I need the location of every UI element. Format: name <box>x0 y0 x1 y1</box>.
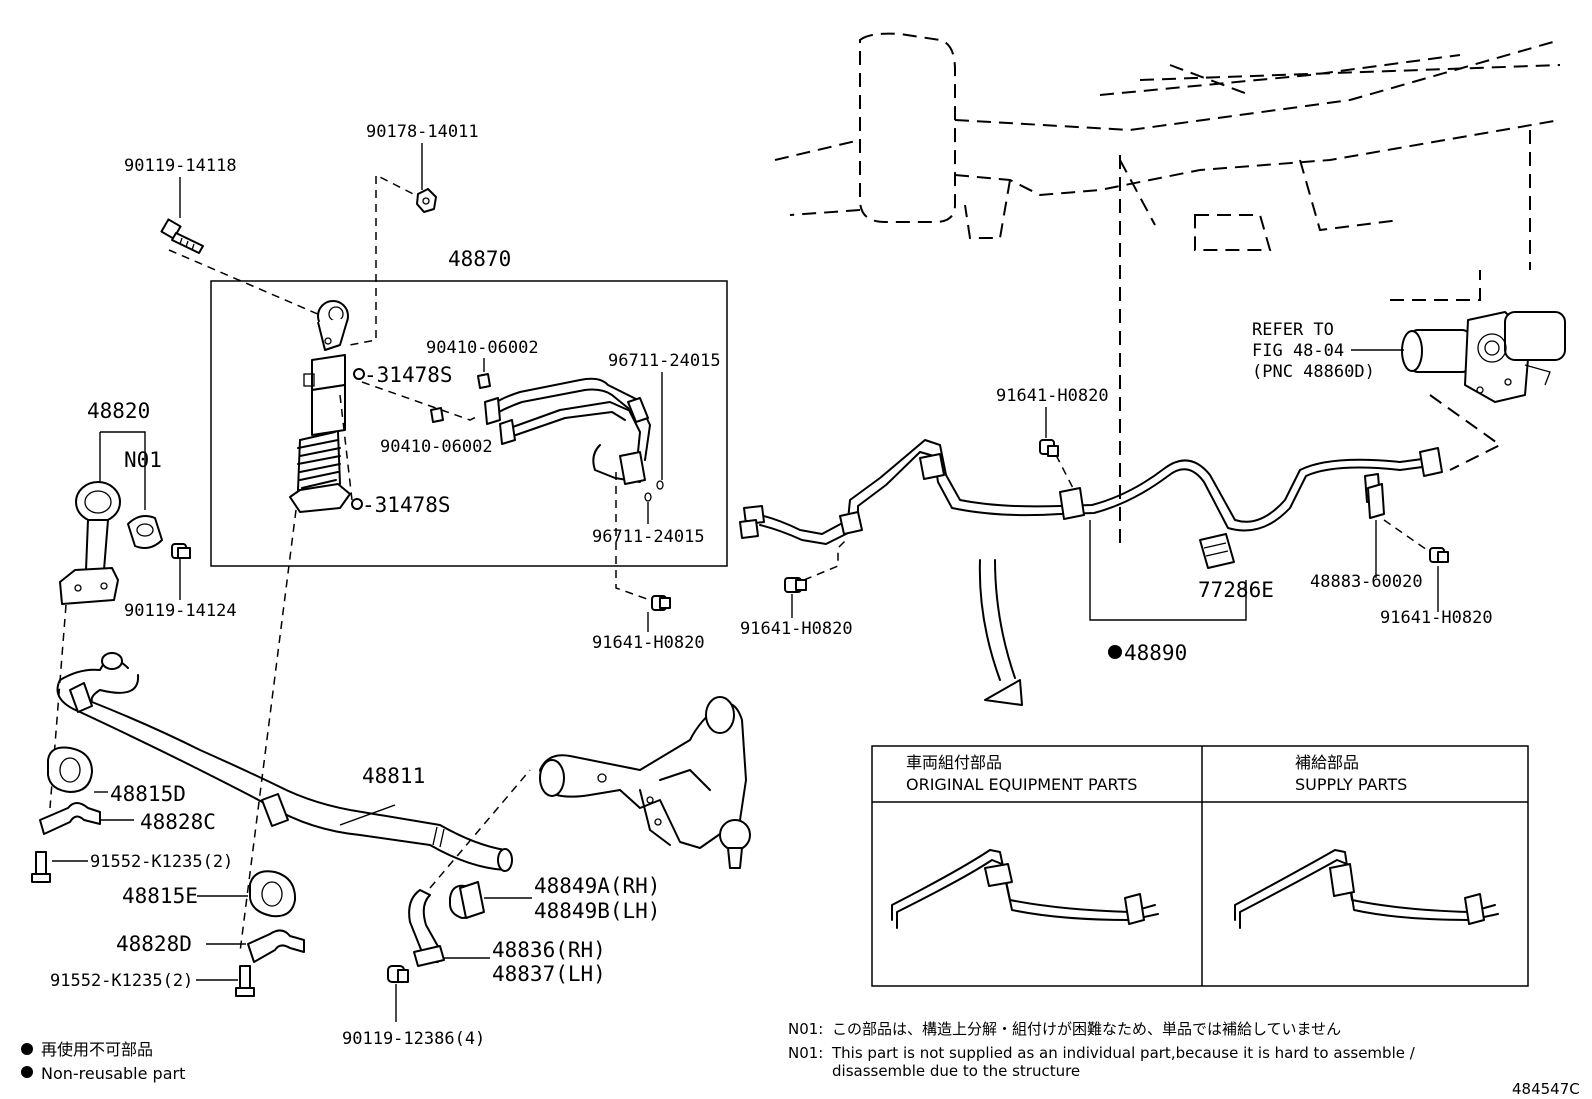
note-n01-en-1: This part is not supplied as an individu… <box>831 1044 1416 1062</box>
detail-arrow-icon <box>978 559 1023 706</box>
label-91641-h0820-b: 91641-H0820 <box>740 619 853 639</box>
hydraulic-tubes-48890 <box>739 439 1443 545</box>
bolt-91641-h0820-b-icon <box>784 577 807 593</box>
label-91641-h0820-a: 91641-H0820 <box>592 633 705 653</box>
label-48820: 48820 <box>87 399 150 423</box>
label-48811: 48811 <box>362 764 425 788</box>
hydraulic-hoses-48870 <box>484 377 664 502</box>
nut-90178-14011-icon <box>416 188 437 213</box>
fitting-90410-a-icon <box>477 373 491 389</box>
label-31478s-b: -31478S <box>362 493 451 517</box>
note-n01-jp: この部品は、構造上分解・組付けが困難なため、単品では補給していません <box>832 1020 1341 1038</box>
table-left-jp: 車両組付部品 <box>906 753 1002 772</box>
bracket-48836-icon <box>408 889 445 967</box>
note-n01-en-2: disassemble due to the structure <box>832 1062 1080 1080</box>
bracket-48883-60020-icon <box>1367 483 1385 519</box>
label-48837: 48837(LH) <box>492 962 606 986</box>
fitting-90410-b-icon <box>430 407 444 423</box>
label-48815d: 48815D <box>110 782 186 806</box>
diagram-id: 484547C <box>1512 1080 1580 1098</box>
label-90119-12386: 90119-12386(4) <box>342 1029 485 1049</box>
label-48828d: 48828D <box>116 932 192 956</box>
label-90410-06002-a: 90410-06002 <box>426 338 539 358</box>
label-91641-h0820-c: 91641-H0820 <box>996 386 1109 406</box>
bracket-48828d-icon <box>247 929 305 963</box>
bolt-91641-h0820-a-icon <box>651 595 671 611</box>
vehicle-frame-outline <box>774 32 1561 545</box>
label-90119-14118: 90119-14118 <box>124 156 237 176</box>
bolt-90119-14124-icon <box>171 543 191 559</box>
label-77286e: 77286E <box>1198 578 1274 602</box>
note-n01-jp-label: N01: <box>788 1020 823 1038</box>
actuator-assembly <box>1401 311 1566 403</box>
label-91552-k1235-b: 91552-K1235(2) <box>50 971 193 991</box>
bolt-90119-14118-icon <box>160 218 204 254</box>
bolt-91641-h0820-e-icon <box>1429 547 1449 563</box>
bushing-48815d-icon <box>47 746 93 793</box>
bushing-48849-icon <box>449 881 485 919</box>
bracket-48828c-icon <box>39 802 101 835</box>
legend-jp: 再使用不可部品 <box>41 1040 153 1059</box>
label-48828c: 48828C <box>140 810 216 834</box>
bolt-90119-12386-icon <box>387 965 409 983</box>
stabilizer-link-48820 <box>59 481 121 605</box>
refer-line-3: (PNC 48860D) <box>1252 362 1375 382</box>
legend-dot-2-icon <box>21 1066 33 1078</box>
bolt-91641-h0820-c-icon <box>1039 439 1059 457</box>
label-48890: 48890 <box>1124 641 1187 665</box>
label-48815e: 48815E <box>122 884 198 908</box>
legend-dot-1-icon <box>21 1043 33 1055</box>
label-91552-k1235-a: 91552-K1235(2) <box>90 852 233 872</box>
nut-31478s-b-icon <box>351 498 363 510</box>
label-91641-h0820-e: 91641-H0820 <box>1380 608 1493 628</box>
legend-en: Non-reusable part <box>41 1064 185 1083</box>
note-n01-en-label: N01: <box>788 1044 823 1062</box>
table-left-en: ORIGINAL EQUIPMENT PARTS <box>906 775 1137 794</box>
refer-line-2: FIG 48-04 <box>1252 341 1344 361</box>
bushing-n01 <box>127 515 163 549</box>
nut-31478s-a-icon <box>353 368 365 380</box>
table-right-jp: 補給部品 <box>1295 753 1359 772</box>
refer-line-1: REFER TO <box>1252 320 1334 340</box>
label-96711-24015-b: 96711-24015 <box>592 527 705 547</box>
label-48836: 48836(RH) <box>492 938 606 962</box>
bolt-91552-k1235-b-icon <box>235 965 255 997</box>
label-48849b: 48849B(LH) <box>534 899 660 923</box>
label-48849a: 48849A(RH) <box>534 874 660 898</box>
bushing-48815e-icon <box>249 870 297 918</box>
stabilizer-link-cylinder <box>289 300 351 513</box>
stabilizer-bar-48811 <box>56 652 513 872</box>
label-90178-14011: 90178-14011 <box>366 122 479 142</box>
label-48883-60020: 48883-60020 <box>1310 572 1423 592</box>
comparison-table <box>871 745 1529 987</box>
label-31478s-a: -31478S <box>364 363 453 387</box>
label-96711-24015-a: 96711-24015 <box>608 351 721 371</box>
label-48870: 48870 <box>448 247 511 271</box>
label-90119-14124: 90119-14124 <box>124 601 237 621</box>
label-90410-06002-b: 90410-06002 <box>380 437 493 457</box>
label-n01: N01 <box>124 448 162 472</box>
non-reusable-dot-icon <box>1108 645 1122 659</box>
clip-77286e-icon <box>1199 533 1235 569</box>
lower-control-arm <box>539 696 751 869</box>
assembly-box-48870 <box>210 280 728 567</box>
table-right-en: SUPPLY PARTS <box>1295 775 1407 794</box>
bolt-91552-k1235-a-icon <box>31 851 51 883</box>
